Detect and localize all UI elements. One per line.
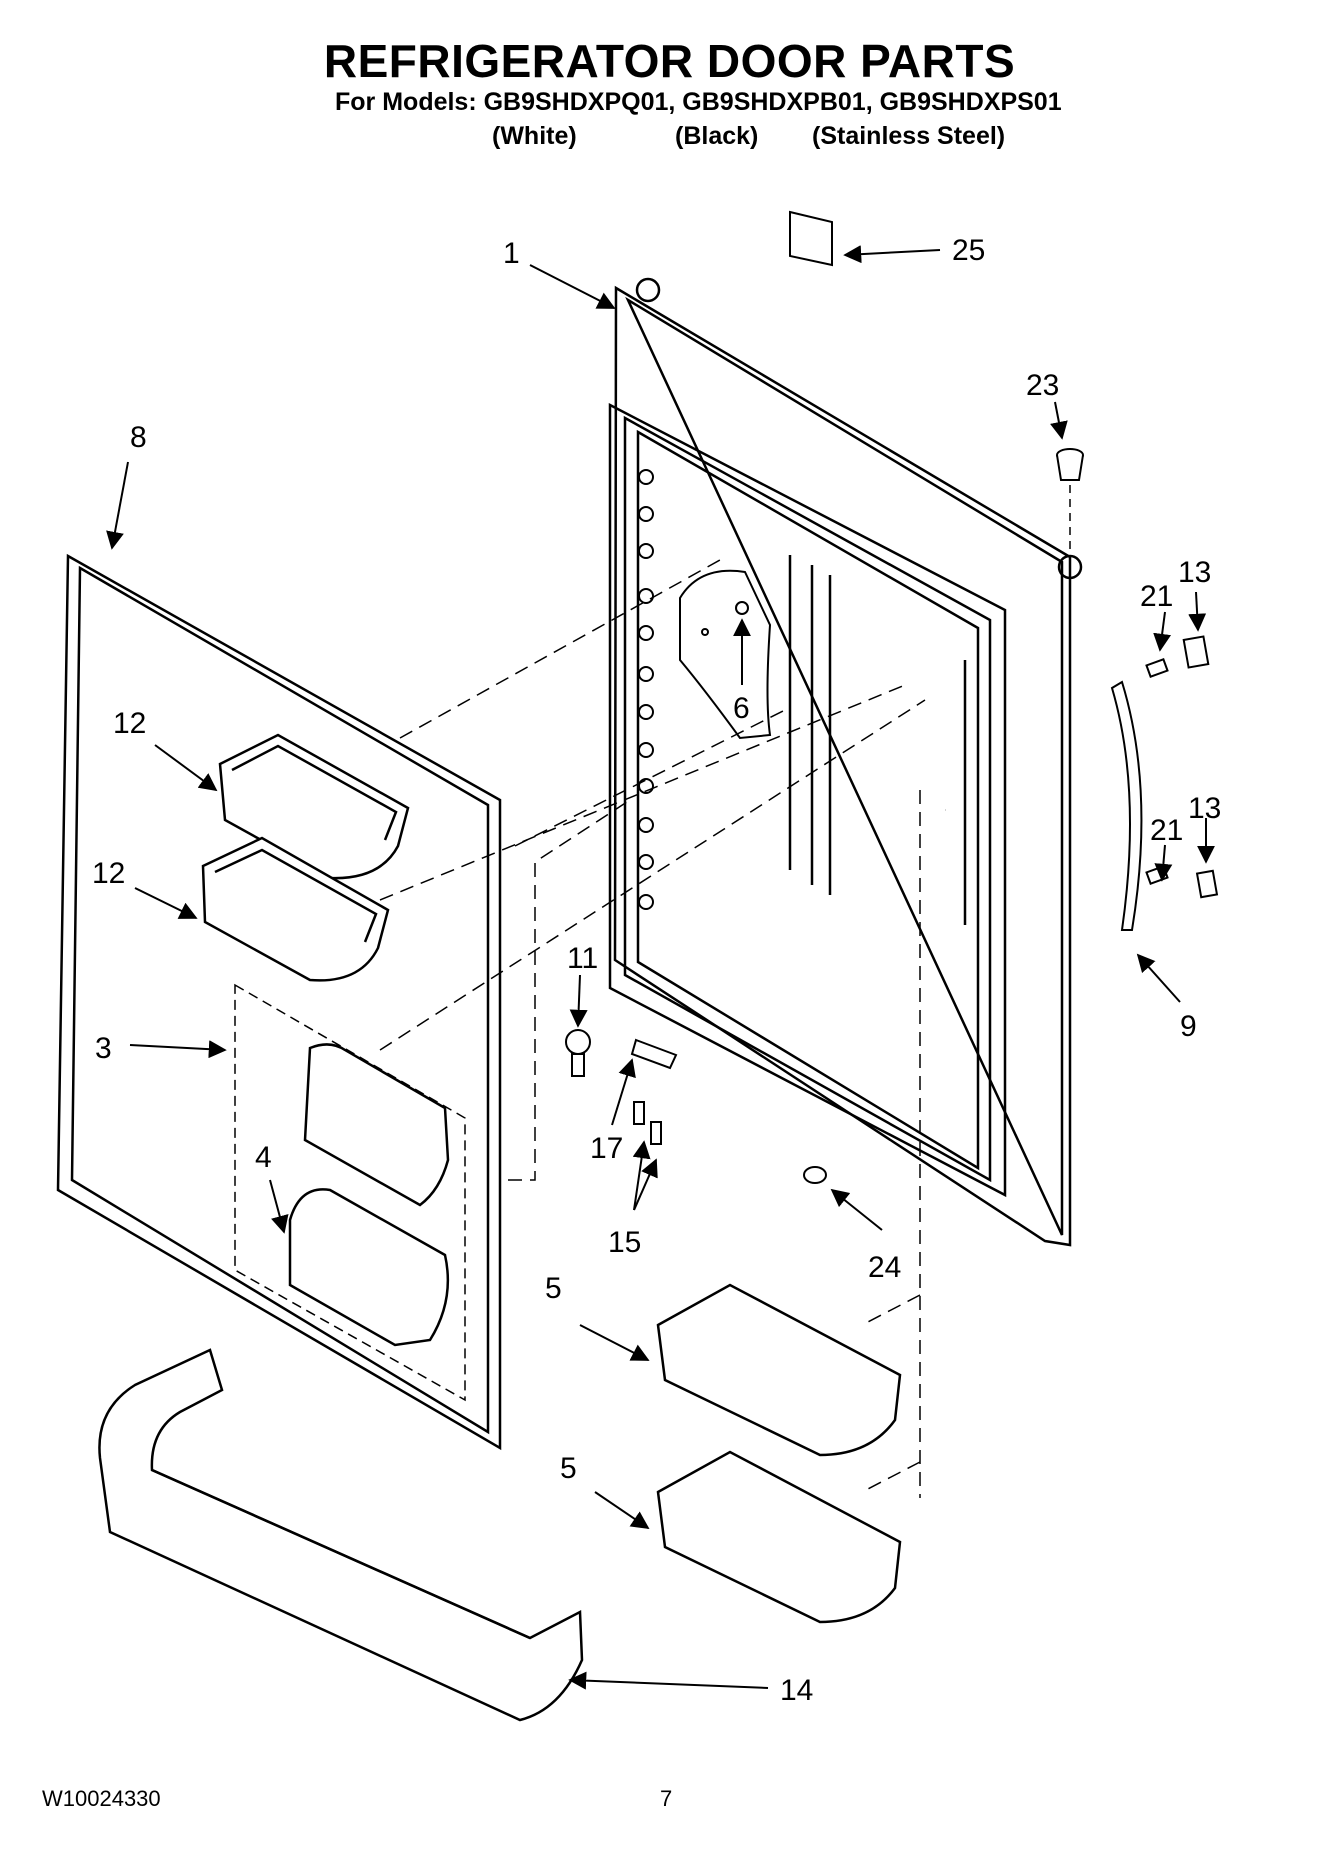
part-5-bin-upper — [656, 1283, 902, 1457]
part-3-compartment — [303, 1043, 450, 1207]
page-number: 7 — [660, 1786, 673, 1811]
callout-13: 13 — [1178, 556, 1211, 589]
part-24-pad — [803, 1166, 827, 1184]
part-25-label — [789, 210, 833, 267]
callout-15: 15 — [608, 1226, 641, 1259]
callout-4: 4 — [255, 1141, 272, 1174]
part-23-plug — [1056, 448, 1084, 481]
part-14-bottom-bin — [98, 1348, 584, 1722]
part-17-bracket — [630, 1038, 678, 1070]
part-12-shelf-lower — [201, 836, 390, 982]
callout-25: 25 — [952, 234, 985, 267]
callout-5b: 5 — [560, 1452, 577, 1485]
part-4-bin — [288, 1188, 450, 1347]
part-3-outline — [234, 983, 466, 1402]
alignment-lines — [379, 559, 926, 1498]
callout-17: 17 — [590, 1132, 623, 1165]
callout-6: 6 — [733, 692, 750, 725]
page-title: REFRIGERATOR DOOR PARTS — [323, 35, 1016, 87]
callout-9: 9 — [1180, 1010, 1197, 1043]
callout-1: 1 — [503, 237, 520, 270]
callout-14: 14 — [780, 1674, 813, 1707]
door-clips — [638, 469, 654, 910]
part-6-bracket — [679, 569, 772, 740]
part-15-screws — [633, 1101, 662, 1145]
model-list: For Models: GB9SHDXPQ01, GB9SHDXPB01, GB… — [335, 88, 1062, 116]
callout-12: 12 — [113, 707, 146, 740]
callout-21: 21 — [1140, 580, 1173, 613]
leader-arrows — [106, 245, 1215, 1690]
callout-5: 5 — [545, 1272, 562, 1305]
color-stainless: (Stainless Steel) — [812, 122, 1006, 150]
color-white: (White) — [492, 122, 577, 150]
part-11-grommet — [565, 1029, 591, 1077]
part-13-covers — [1182, 635, 1219, 899]
callout-12b: 12 — [92, 857, 125, 890]
callout-24: 24 — [868, 1251, 901, 1284]
part-8-liner — [56, 553, 502, 1451]
part-9-handle — [1110, 680, 1143, 931]
callout-13b: 13 — [1188, 792, 1221, 825]
part-1-door — [608, 277, 1083, 1247]
callout-23: 23 — [1026, 369, 1059, 402]
callout-3: 3 — [95, 1032, 112, 1065]
callout-21b: 21 — [1150, 814, 1183, 847]
color-black: (Black) — [675, 122, 759, 150]
part-5-bin-lower — [656, 1450, 902, 1624]
callout-8: 8 — [130, 421, 147, 454]
callout-11: 11 — [567, 942, 598, 975]
doc-number: W10024330 — [42, 1786, 161, 1811]
